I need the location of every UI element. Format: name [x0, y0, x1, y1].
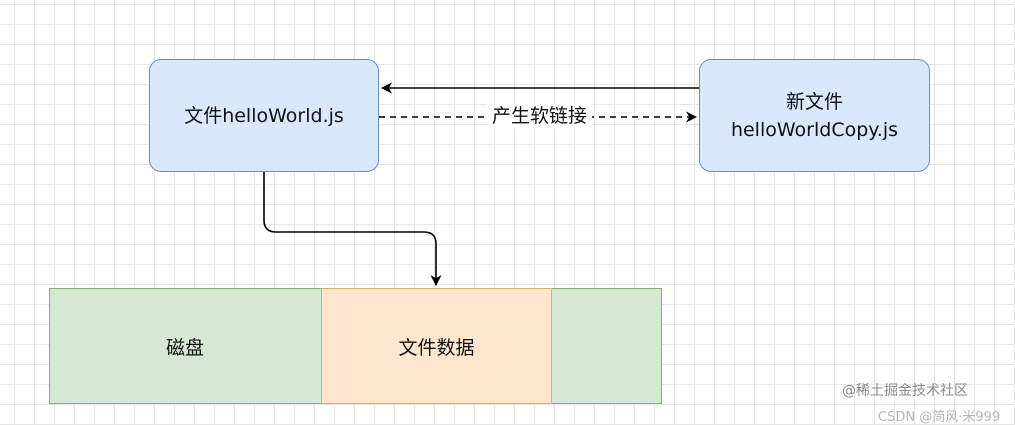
source-file-node: 文件helloWorld.js [149, 59, 379, 172]
disk-label: 磁盘 [165, 336, 204, 359]
new-file-label-line2: helloWorldCopy.js [730, 118, 899, 141]
data-pointer-arrow [263, 172, 442, 287]
new-file-label-line1: 新文件 [785, 90, 843, 113]
file-data-label: 文件数据 [398, 336, 475, 359]
file-data-block: 文件数据 [321, 288, 552, 404]
soft-link-label: 产生软链接 [487, 102, 593, 130]
watermark: @稀土掘金技术社区 [842, 383, 968, 399]
new-file-node: 新文件 helloWorldCopy.js [699, 59, 930, 172]
watermark-cut: CSDN @简风·米999 [878, 410, 1001, 425]
source-file-label: 文件helloWorld.js [184, 104, 344, 127]
